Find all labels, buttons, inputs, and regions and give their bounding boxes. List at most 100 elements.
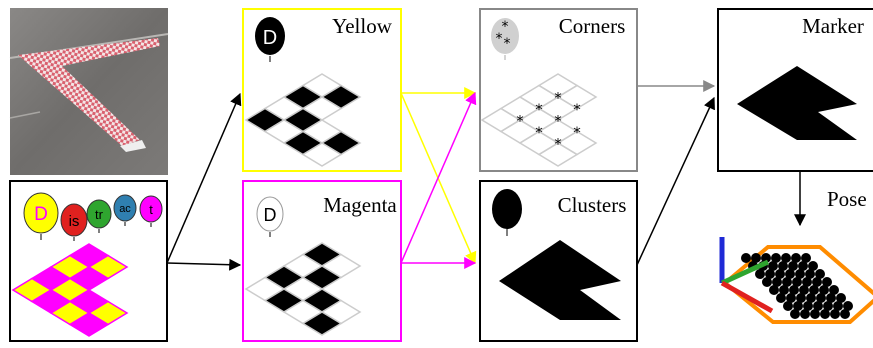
corner-mark: * xyxy=(535,101,543,119)
pose-dot xyxy=(795,269,805,279)
balloon-badge-icon: D xyxy=(255,17,285,62)
pose-dot xyxy=(762,277,772,287)
checker-cell xyxy=(68,312,110,337)
marker-label: Marker xyxy=(802,14,864,38)
pose-dot xyxy=(830,309,840,319)
balloon-t-icon: t xyxy=(139,195,163,227)
pose-dot xyxy=(788,261,798,271)
pose-dot xyxy=(840,309,850,319)
pose-visual: Pose xyxy=(719,187,873,324)
svg-text:*: * xyxy=(504,36,511,52)
pose-dot xyxy=(782,277,792,287)
pose-outline xyxy=(721,245,873,324)
pose-dot xyxy=(761,253,771,263)
checker-cell xyxy=(301,142,343,167)
corners-label: Corners xyxy=(559,14,626,38)
pose-dot xyxy=(775,269,785,279)
marker-shape xyxy=(737,66,857,140)
yellow-label: Yellow xyxy=(332,14,393,38)
pose-dot xyxy=(776,293,786,303)
corners-grid: ******** xyxy=(480,73,598,167)
balloon-letter: tr xyxy=(95,207,104,222)
pose-dot xyxy=(799,285,809,295)
pose-dot xyxy=(771,253,781,263)
pose-dot xyxy=(778,261,788,271)
pose-dot xyxy=(768,261,778,271)
corner-mark: * xyxy=(516,112,524,130)
pose-dot xyxy=(802,277,812,287)
pose-label: Pose xyxy=(827,187,867,211)
pose-dot xyxy=(789,285,799,295)
pose-dot xyxy=(833,301,843,311)
balloon-badge-icon: D xyxy=(256,196,284,237)
pose-dot xyxy=(769,285,779,295)
yellow-box: D Yellow xyxy=(242,8,402,172)
pose-dot xyxy=(806,293,816,303)
corner-mark: * xyxy=(554,135,562,153)
pose-dot xyxy=(823,301,833,311)
svg-text:*: * xyxy=(502,19,509,35)
arrow-clusters-marker xyxy=(636,96,715,266)
pose-dot xyxy=(829,285,839,295)
pose-dot xyxy=(779,285,789,295)
marker-box: Marker xyxy=(717,8,873,172)
arrow-input-magenta xyxy=(166,258,242,271)
magenta-box: D Magenta xyxy=(242,180,402,342)
pose-dot xyxy=(791,253,801,263)
cluster-shape xyxy=(499,240,621,320)
balloon-letter: D xyxy=(34,204,48,225)
pose-dot xyxy=(809,285,819,295)
pose-dot xyxy=(815,269,825,279)
pose-dot xyxy=(790,309,800,319)
pose-dot xyxy=(843,301,853,311)
badge-letter: D xyxy=(264,205,277,225)
pose-dot xyxy=(772,277,782,287)
arrows xyxy=(166,80,806,271)
balloon-is-icon: is xyxy=(60,203,88,241)
pose-dot xyxy=(820,309,830,319)
pose-dot xyxy=(812,277,822,287)
pose-dot xyxy=(836,293,846,303)
corner-mark: * xyxy=(535,124,543,142)
balloon-tr-icon: tr xyxy=(86,199,112,233)
pose-dot xyxy=(816,293,826,303)
pose-dot xyxy=(805,269,815,279)
pose-dot xyxy=(783,301,793,311)
arrow-input-yellow xyxy=(166,92,242,264)
distract-balloons: D is tr ac t xyxy=(23,192,163,241)
arrow-magenta-corners xyxy=(400,91,477,264)
photo-asphalt-marker xyxy=(9,8,169,175)
pose-axis-y xyxy=(720,259,770,286)
pose-dot xyxy=(819,285,829,295)
balloon-letter: ac xyxy=(119,203,131,215)
balloon-letter: is xyxy=(69,213,80,230)
clusters-label: Clusters xyxy=(558,193,627,217)
balloon-letter: t xyxy=(149,202,153,217)
pose-dot xyxy=(781,253,791,263)
cluster-balloon-icon xyxy=(492,189,522,236)
grid-cell xyxy=(537,142,579,167)
pose-dot xyxy=(751,253,761,263)
pose-dot xyxy=(793,301,803,311)
corner-mark: * xyxy=(554,112,562,130)
pose-dot xyxy=(786,293,796,303)
yellow-checkerboard xyxy=(244,73,362,167)
input-box: D is tr ac t xyxy=(9,180,168,342)
balloon-d-icon: D xyxy=(23,192,59,240)
corner-mark: * xyxy=(554,89,562,107)
balloon-ac-icon: ac xyxy=(113,194,137,226)
pose-dot xyxy=(741,253,751,263)
corner-balloon-icon: * * * xyxy=(491,18,519,60)
pose-dot xyxy=(801,253,811,263)
pose-dot xyxy=(800,309,810,319)
magenta-label: Magenta xyxy=(323,193,397,217)
pose-dot xyxy=(785,269,795,279)
pose-dot xyxy=(765,269,775,279)
corner-mark: * xyxy=(573,124,581,142)
pose-dot xyxy=(792,277,802,287)
pose-dot xyxy=(796,293,806,303)
svg-text:*: * xyxy=(496,31,503,47)
pose-dot xyxy=(755,269,765,279)
pose-axis-x xyxy=(720,280,774,314)
